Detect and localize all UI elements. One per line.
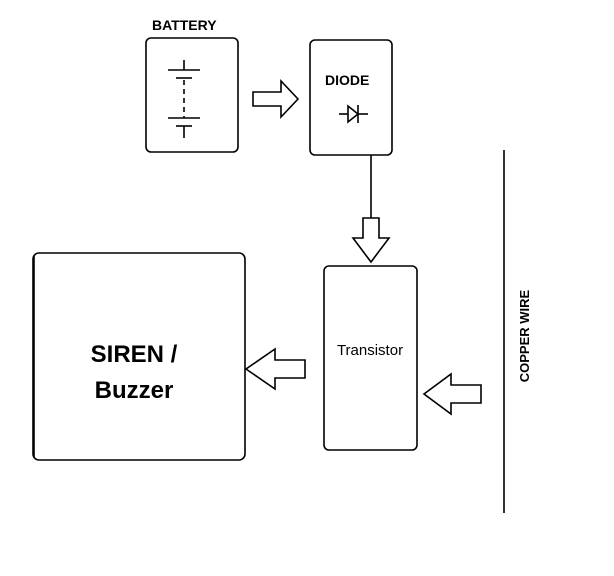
battery-to-diode-arrow-icon (252, 78, 300, 120)
diode-label: DIODE (325, 72, 369, 88)
copper-wire-label: COPPER WIRE (517, 289, 532, 382)
siren-label-line2: Buzzer (95, 377, 174, 404)
diode-box (309, 39, 393, 156)
copper-to-transistor-arrow-icon (422, 372, 482, 416)
diode-symbol-icon (339, 104, 368, 124)
battery-label: BATTERY (152, 17, 217, 33)
diode-to-transistor-arrow-icon (351, 217, 391, 264)
transistor-to-siren-arrow-icon (244, 347, 306, 391)
battery-symbol-icon (168, 60, 200, 138)
battery-box (145, 37, 239, 153)
transistor-label: Transistor (337, 342, 403, 359)
siren-label-line1: SIREN / (91, 341, 178, 368)
transistor-box (323, 265, 418, 451)
siren-box (32, 252, 246, 461)
